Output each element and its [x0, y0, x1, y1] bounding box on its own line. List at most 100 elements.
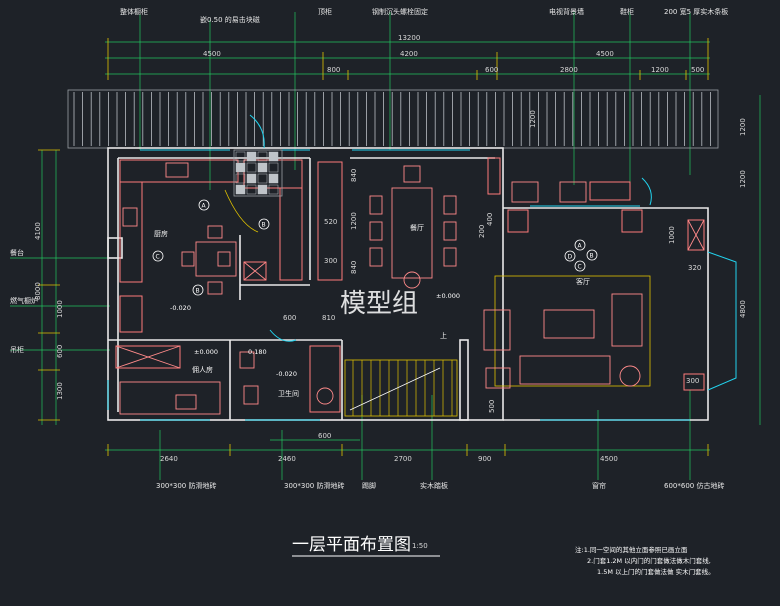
callout-tv-wall: 电视背景墙: [549, 7, 584, 16]
level-hall: ±0.000: [436, 292, 460, 300]
floor-tile: [246, 151, 257, 162]
dim-top-a: 4500: [203, 50, 221, 58]
svg-text:A: A: [202, 203, 207, 210]
dim-top-f: 2800: [560, 66, 578, 74]
bottom-dimensions: 2640 2460 2700 900 4500 600: [160, 432, 618, 463]
dim-in-4: 840: [350, 261, 358, 274]
dim-right-c: 1000: [668, 226, 676, 244]
dim-in-12: 600: [283, 314, 296, 322]
level-kitchen: -0.020: [170, 304, 191, 312]
label-servant: 佣人房: [192, 365, 213, 374]
dim-in-7: 400: [486, 213, 494, 226]
callout-cabinet: 整体橱柜: [120, 7, 148, 16]
callout-antique-tile: 600*600 仿古地砖: [664, 481, 724, 490]
marker-a: A: [574, 239, 586, 251]
svg-text:B: B: [196, 288, 200, 295]
callout-gas-stove: 燃气橱炉: [10, 296, 38, 305]
level-labels: -0.020 ±0.000 ±0.000 0.180 -0.020: [170, 292, 460, 378]
drawing-title: 一层平面布置图 1:50: [292, 535, 440, 557]
svg-text:A: A: [578, 243, 583, 250]
floor-tile: [268, 184, 279, 195]
servant-room: [115, 345, 221, 415]
label-dining: 餐厅: [410, 223, 424, 232]
outer-walls: [107, 147, 737, 421]
title-text: 一层平面布置图: [292, 535, 411, 555]
svg-text:B: B: [262, 222, 266, 229]
dim-bot-b: 2460: [278, 455, 296, 463]
floor-tile: [257, 151, 268, 162]
marker-d: D: [564, 250, 576, 262]
floor-tile: [257, 184, 268, 195]
svg-text:C: C: [156, 254, 160, 261]
left-callouts: 餐台 燃气橱炉 吊柜: [10, 248, 38, 354]
floor-tile: [235, 151, 246, 162]
kitchen: [119, 159, 303, 333]
note-2: 2.门套1.2M 以内门的门套做法做木门套线,: [587, 556, 711, 565]
floor-tile: [246, 184, 257, 195]
floor-tile: [268, 162, 279, 173]
dimension-lines: [38, 38, 761, 456]
dim-bot-c: 2700: [394, 455, 412, 463]
stair-arrow: [349, 367, 441, 411]
dim-in-6: 200: [478, 225, 486, 238]
svg-text:B: B: [590, 253, 594, 260]
note-1: 注:1.同一空间的其他立面参照已画立面: [575, 545, 688, 554]
dim-top-c: 4500: [596, 50, 614, 58]
floor-tile: [257, 162, 268, 173]
dim-bot-d: 900: [478, 455, 491, 463]
label-bath: 卫生间: [278, 389, 299, 398]
floor-tile: [235, 173, 246, 184]
dim-right-d: 4800: [739, 300, 747, 318]
dim-top-h: 500: [691, 66, 704, 74]
floor-tile: [268, 173, 279, 184]
callout-shoe-cabinet: 鞋柜: [620, 7, 634, 16]
top-dimensions: 13200 4500 4200 4500 800 600 2800 1200 5…: [203, 34, 704, 74]
marker-a: A: [198, 199, 210, 211]
dim-in-13: 810: [322, 314, 335, 322]
dim-in-2: 520: [324, 218, 337, 226]
svg-text:D: D: [568, 254, 573, 261]
marker-b: B: [192, 284, 204, 296]
floor-tile: [246, 162, 257, 173]
dim-in-1: 840: [350, 169, 358, 182]
timber-deck: [67, 89, 719, 149]
living: [483, 181, 705, 391]
floor-tile: [235, 162, 246, 173]
dim-top-b: 4200: [400, 50, 418, 58]
bathroom: [239, 345, 341, 413]
dim-left-b: 1000: [56, 300, 64, 318]
inner-dimensions: 840 520 1200 840 300 200 400 1200 500 32…: [283, 110, 701, 413]
marker-b: B: [258, 218, 270, 230]
staircase: [344, 359, 458, 417]
left-dimensions: 4100 1000 600 1300 8000: [34, 222, 64, 400]
right-dimensions: 1200 1200 1000 4800: [668, 118, 747, 318]
windows: [107, 114, 690, 421]
dim-bot-a: 2640: [160, 455, 178, 463]
dim-right-a: 1200: [739, 118, 747, 136]
callout-tile-2: 300*300 防滑地砖: [284, 481, 344, 490]
dim-left-a: 4100: [34, 222, 42, 240]
callout-stair-tread: 实木踏板: [420, 481, 448, 490]
notes: 注:1.同一空间的其他立面参照已画立面 2.门套1.2M 以内门的门套做法做木门…: [575, 545, 715, 576]
label-stairs-up: 上: [440, 331, 447, 340]
watermark: 模型组: [340, 289, 418, 319]
dim-right-b: 1200: [739, 170, 747, 188]
floor-tile: [257, 173, 268, 184]
level-bath-a: 0.180: [248, 348, 267, 356]
marker-b: B: [586, 249, 598, 261]
callout-wood-strip: 200 宽5 厚实木条板: [664, 7, 728, 16]
room-labels: 厨房 餐厅 客厅 佣人房 卫生间 上: [154, 223, 590, 398]
callout-top-cabinet: 顶柜: [318, 7, 332, 16]
title-scale: 1:50: [412, 542, 428, 550]
dim-top-g: 1200: [651, 66, 669, 74]
dim-top-d: 800: [327, 66, 340, 74]
tile-pattern: [233, 149, 283, 197]
dim-in-9: 500: [488, 400, 496, 413]
callout-leaders: [10, 12, 691, 480]
svg-text:C: C: [578, 264, 582, 271]
note-3: 1.5M 以上门的门套做法做 实木门套线。: [597, 567, 715, 576]
floor-tile: [246, 173, 257, 184]
dim-in-5: 300: [324, 257, 337, 265]
